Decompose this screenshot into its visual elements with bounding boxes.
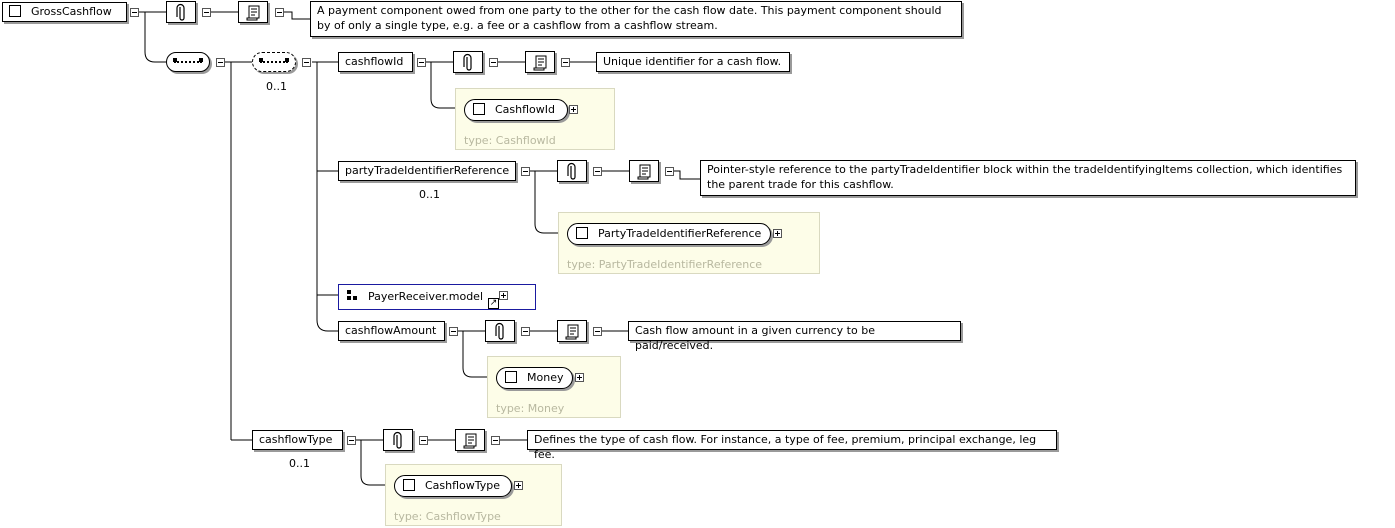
collapse-toggle[interactable] [593, 327, 602, 336]
cashflowType-cardinality: 0..1 [289, 457, 310, 470]
collapse-toggle[interactable] [419, 436, 428, 445]
cashflowId-element-box[interactable]: cashflowId [338, 52, 413, 72]
root-annotation-box[interactable] [166, 1, 196, 23]
reference-arrow-icon: ↗ [488, 298, 499, 309]
collapse-toggle[interactable] [202, 8, 211, 17]
partyTradeIdentifierReference-name: partyTradeIdentifierReference [345, 164, 510, 177]
collapse-toggle[interactable] [449, 327, 458, 336]
paperclip-icon [495, 322, 504, 340]
sequence-compositor[interactable] [166, 52, 210, 72]
partyTradeIdentifierReference-type-box[interactable]: PartyTradeIdentifierReference [567, 223, 771, 245]
cashflowAmount-annotation-box[interactable] [485, 320, 515, 342]
collapse-toggle[interactable] [216, 58, 225, 67]
paperclip-icon [176, 3, 185, 21]
cashflowType-doc-text: Defines the type of cash flow. For insta… [534, 433, 1037, 461]
cashflowAmount-documentation-text: Cash flow amount in a given currency to … [628, 321, 961, 352]
cashflowAmount-type-name: Money [527, 371, 564, 384]
cashflowAmount-documentation-box[interactable] [557, 320, 587, 342]
collapse-toggle[interactable] [593, 167, 602, 176]
cashflowType-type-name: CashflowType [425, 479, 501, 492]
paperclip-icon [463, 53, 472, 71]
payerReceiver-name: PayerReceiver.model [368, 290, 484, 303]
collapse-toggle[interactable] [521, 167, 530, 176]
expand-toggle[interactable] [569, 105, 578, 114]
collapse-toggle[interactable] [491, 436, 500, 445]
model-group-icon [347, 290, 358, 301]
collapse-toggle[interactable] [275, 8, 284, 17]
scroll-icon [246, 5, 260, 21]
element-checkbox-icon [473, 103, 485, 115]
optional-sequence-compositor[interactable] [252, 52, 296, 72]
cashflowId-doc-text: Unique identifier for a cash flow. [603, 55, 782, 68]
expand-toggle[interactable] [773, 229, 782, 238]
partyTradeIdentifierReference-element-box[interactable]: partyTradeIdentifierReference [338, 161, 516, 181]
collapse-toggle[interactable] [130, 8, 139, 17]
cashflowType-element-box[interactable]: cashflowType [252, 430, 343, 450]
partyTradeIdentifierReference-documentation-box[interactable] [629, 160, 659, 182]
cashflowAmount-type-box[interactable]: Money [496, 367, 573, 389]
cashflowType-type-panel: CashflowType type: CashflowType [385, 464, 562, 526]
cashflowAmount-type-panel: Money type: Money [487, 356, 621, 418]
cashflowType-type-label: type: CashflowType [394, 510, 501, 523]
partyTradeIdentifierReference-doc-text: Pointer-style reference to the partyTrad… [707, 163, 1343, 191]
cashflowType-annotation-box[interactable] [383, 429, 413, 451]
collapse-toggle[interactable] [561, 58, 570, 67]
expand-toggle[interactable] [514, 481, 523, 490]
expand-toggle[interactable] [575, 373, 584, 382]
cashflowId-documentation-box[interactable] [525, 51, 555, 73]
expand-toggle[interactable] [499, 291, 508, 300]
root-element-name: GrossCashflow [31, 5, 112, 18]
cashflowId-type-panel: CashflowId type: CashflowId [455, 88, 615, 150]
cashflowAmount-doc-text: Cash flow amount in a given currency to … [635, 324, 875, 352]
paperclip-icon [567, 162, 576, 180]
paperclip-icon [393, 431, 402, 449]
cashflowId-documentation-text: Unique identifier for a cash flow. [596, 52, 790, 72]
partyTradeIdentifierReference-type-panel: PartyTradeIdentifierReference type: Part… [558, 212, 820, 274]
partyTradeIdentifierReference-cardinality: 0..1 [419, 188, 440, 201]
cashflowType-name: cashflowType [259, 433, 333, 446]
element-checkbox-icon [576, 227, 588, 239]
cashflowId-type-name: CashflowId [495, 103, 556, 116]
element-checkbox-icon [505, 371, 517, 383]
partyTradeIdentifierReference-type-label: type: PartyTradeIdentifierReference [567, 258, 763, 271]
scroll-icon [463, 433, 477, 449]
root-doc-text: A payment component owed from one party … [317, 4, 942, 32]
partyTradeIdentifierReference-type-name: PartyTradeIdentifierReference [598, 227, 762, 240]
inner-sequence-cardinality: 0..1 [266, 80, 287, 93]
partyTradeIdentifierReference-annotation-box[interactable] [557, 160, 587, 182]
cashflowType-documentation-box[interactable] [455, 429, 485, 451]
root-documentation-box[interactable] [238, 1, 268, 23]
cashflowAmount-type-label: type: Money [496, 402, 565, 415]
scroll-icon [637, 164, 651, 180]
cashflowType-type-box[interactable]: CashflowType [394, 475, 512, 497]
cashflowId-annotation-box[interactable] [453, 51, 483, 73]
cashflowType-documentation-text: Defines the type of cash flow. For insta… [527, 430, 1057, 461]
cashflowId-type-box[interactable]: CashflowId [464, 99, 568, 121]
cashflowId-name: cashflowId [345, 55, 404, 68]
cashflowAmount-element-box[interactable]: cashflowAmount [338, 321, 445, 341]
collapse-toggle[interactable] [665, 167, 674, 176]
root-element-box[interactable]: GrossCashflow [2, 2, 127, 22]
cashflowId-type-label: type: CashflowId [464, 134, 556, 147]
scroll-icon [533, 55, 547, 71]
collapse-toggle[interactable] [417, 58, 426, 67]
cashflowAmount-name: cashflowAmount [345, 324, 437, 337]
element-checkbox-icon [9, 5, 21, 17]
collapse-toggle[interactable] [302, 58, 311, 67]
partyTradeIdentifierReference-documentation-text: Pointer-style reference to the partyTrad… [700, 160, 1356, 196]
collapse-toggle[interactable] [347, 436, 356, 445]
root-documentation-text: A payment component owed from one party … [310, 1, 962, 37]
scroll-icon [565, 324, 579, 340]
collapse-toggle[interactable] [489, 58, 498, 67]
element-checkbox-icon [403, 479, 415, 491]
collapse-toggle[interactable] [521, 327, 530, 336]
